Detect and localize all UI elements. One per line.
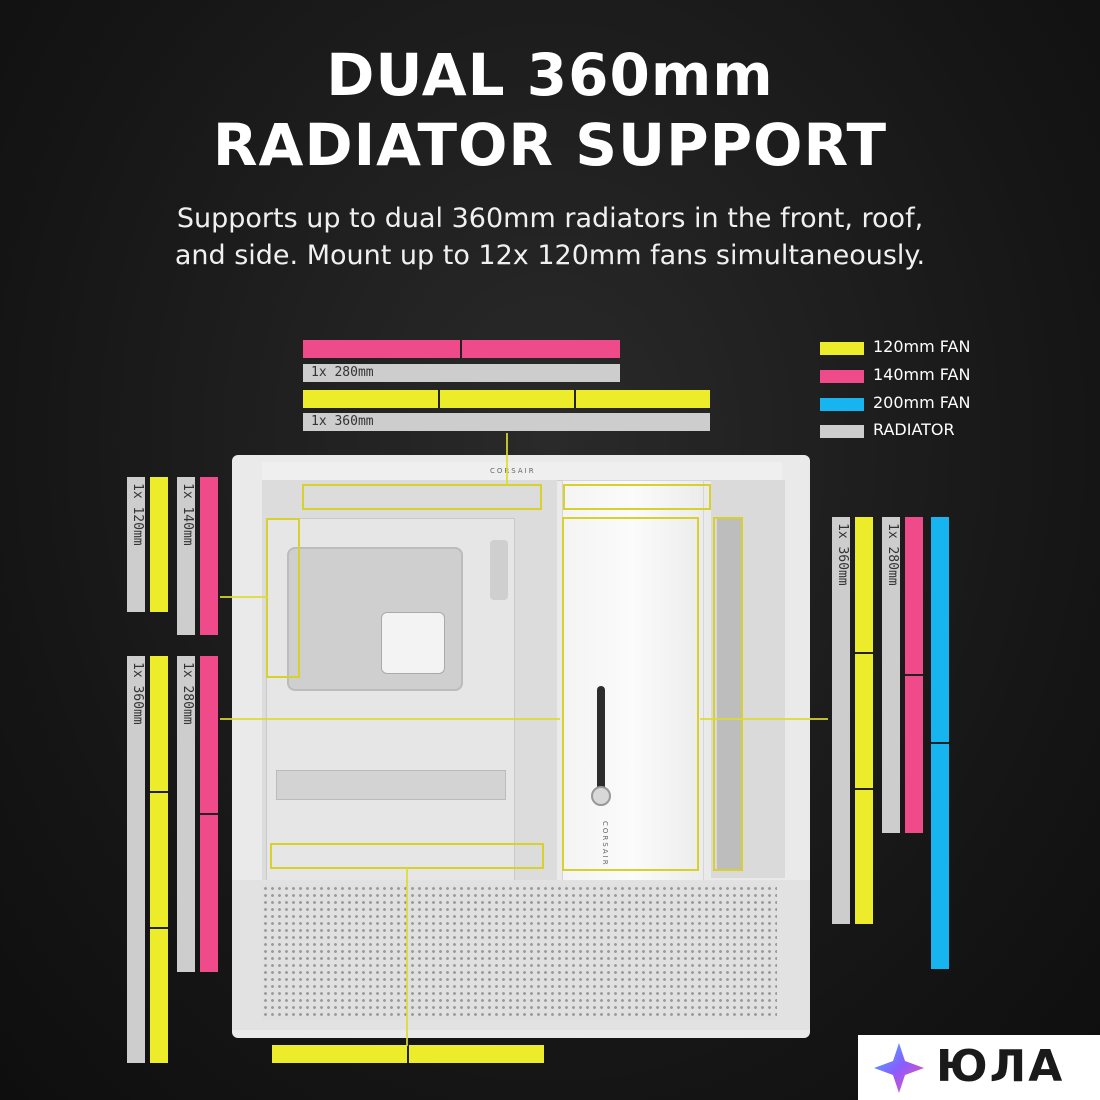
guide-line-bottom [406,868,408,1046]
left-120mm-label: 1x 120mm [130,483,145,546]
page-title: DUAL 360mm RADIATOR SUPPORT [0,40,1100,180]
legend-swatch-gray [820,425,864,438]
left-280mm-fan-bar [200,656,218,972]
rear-fan-highlight [266,518,300,678]
right-280mm-label: 1x 280mm [885,523,900,586]
left-360mm-fan-bar [150,656,168,1063]
left-140mm-label: 1x 140mm [180,483,195,546]
right-360mm-label: 1x 360mm [835,523,850,586]
yula-logo-icon [874,1043,924,1093]
guide-line-left-lower [220,718,560,720]
legend-label: 120mm FAN [873,337,971,356]
right-120mm-fan-bar [855,517,873,924]
side-panel-radiator-area: CORSAIR [562,480,704,882]
left-140mm-fan-bar [200,477,218,635]
guide-line-top [506,433,508,485]
top-140mm-fan-bar [303,340,620,358]
guide-line-left-upper [220,596,268,598]
legend-label: 200mm FAN [873,393,971,412]
cable-grommet [490,540,508,600]
title-line-2: RADIATOR SUPPORT [212,111,888,179]
case-top-rail: CORSAIR [262,462,782,481]
bottom-fan-highlight [270,843,544,869]
left-280mm-label: 1x 280mm [180,662,195,725]
left-280mm-radiator-bar: 1x 280mm [177,656,195,972]
side-radiator-highlight [562,517,699,871]
left-140mm-radiator-bar: 1x 140mm [177,477,195,635]
left-360mm-label: 1x 360mm [130,662,145,725]
legend-label: 140mm FAN [873,365,971,384]
cpu-cooler-block [381,612,445,674]
front-radiator-highlight [713,517,743,871]
legend-swatch-blue [820,398,864,411]
expansion-area [276,770,506,800]
right-280mm-radiator-bar: 1x 280mm [882,517,900,833]
legend-label: RADIATOR [873,420,955,439]
left-360mm-radiator-bar: 1x 360mm [127,656,145,1063]
watermark-text: ЮЛА [936,1041,1065,1092]
bottom-120mm-fan-bar [272,1045,544,1063]
cable-slot [597,686,605,806]
top-radiator-highlight [302,484,542,510]
case-brand-top: CORSAIR [490,467,536,475]
guide-line-right [700,718,828,720]
page-subtitle: Supports up to dual 360mm radiators in t… [0,200,1100,274]
top-360mm-radiator-bar: 1x 360mm [303,413,710,431]
subtitle-line-1: Supports up to dual 360mm radiators in t… [176,203,924,234]
right-140mm-fan-bar [905,517,923,833]
subtitle-line-2: and side. Mount up to 12x 120mm fans sim… [174,240,926,271]
top-120mm-fan-bar [303,390,710,408]
watermark: ЮЛА [858,1035,1100,1100]
top-360mm-label: 1x 360mm [311,414,374,429]
top-radiator-highlight-right [563,484,711,510]
right-360mm-radiator-bar: 1x 360mm [832,517,850,924]
legend-swatch-pink [820,370,864,383]
legend-swatch-yellow [820,342,864,355]
top-280mm-radiator-bar: 1x 280mm [303,364,620,382]
left-120mm-fan-bar [150,477,168,612]
psu-mesh [262,885,777,1020]
case-brand-side: CORSAIR [601,821,609,867]
left-120mm-radiator-bar: 1x 120mm [127,477,145,612]
right-200mm-fan-bar [931,517,949,969]
front-fan-stack [717,518,743,870]
top-280mm-label: 1x 280mm [311,365,374,380]
title-line-1: DUAL 360mm [326,41,774,109]
knob [591,786,611,806]
